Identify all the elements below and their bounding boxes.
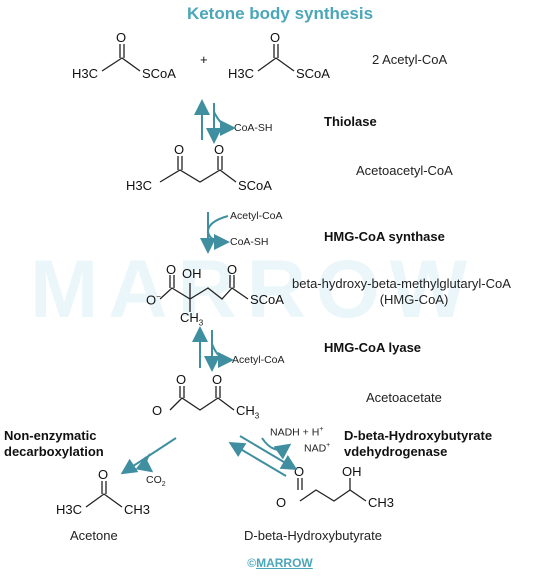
acetylcoa-release-arrow bbox=[211, 343, 234, 368]
carboxylate-oxygen: O bbox=[152, 403, 163, 418]
bdh-forward-arrow bbox=[239, 435, 298, 471]
cofactor-coash-2: CoA-SH bbox=[230, 236, 269, 248]
cofactor-nadh: NADH + H+ bbox=[270, 426, 323, 439]
enzyme-bdh-line1: D-beta-Hydroxybutyrate bbox=[344, 428, 493, 443]
acetoacetyl-oxygen-1: O bbox=[174, 142, 185, 157]
cofactor-co2: CO2 bbox=[146, 474, 166, 488]
acetyl-coa-2-methyl: H3C bbox=[228, 66, 255, 81]
coash-release-arrow bbox=[213, 111, 236, 136]
subscript-3: 3 bbox=[254, 411, 260, 421]
acetyl-coa-1-methyl: H3C bbox=[72, 66, 98, 81]
acetyl-coa-1-thioester: SCoA bbox=[142, 66, 176, 81]
charge-minus: − bbox=[156, 292, 161, 301]
compound-acetoacetyl-coa: Acetoacetyl-CoA bbox=[356, 163, 453, 178]
plus-sign: + bbox=[200, 52, 208, 67]
acetyl-coa-1-bonds bbox=[101, 44, 141, 72]
watermark: MARROW bbox=[30, 244, 478, 335]
acetoacetate-carboxylate: O bbox=[152, 403, 162, 418]
nad-cycle-arrow bbox=[261, 437, 292, 460]
acetoacetate-methyl: CH3 bbox=[236, 403, 260, 421]
footer-copyright: ©MARROW bbox=[0, 556, 560, 570]
acetone-methyl-left: H3C bbox=[56, 502, 83, 517]
hmg-carboxylate: O− bbox=[146, 292, 161, 307]
enzyme-non-enzymatic-line2: decarboxylation bbox=[4, 444, 104, 459]
compound-acetone: Acetone bbox=[70, 528, 118, 543]
coash-out-arrow bbox=[207, 231, 230, 250]
enzyme-bdh-line2: vdehydrogenase bbox=[344, 444, 448, 459]
hydroxybutyrate-hydroxyl: OH bbox=[342, 464, 362, 479]
nadh-label: NADH + H bbox=[270, 426, 320, 439]
acetyl-coa-2-thioester: SCoA bbox=[296, 66, 330, 81]
superscript-plus: + bbox=[326, 442, 331, 449]
acetone-oxygen: O bbox=[98, 467, 109, 482]
hydroxybutyrate-carboxylate: O bbox=[276, 495, 287, 510]
acetyl-coa-2-bonds bbox=[257, 44, 295, 72]
bdh-reverse-arrow bbox=[228, 441, 287, 477]
hmg-methyl: CH3 bbox=[180, 310, 204, 328]
co2-release-arrow bbox=[135, 453, 154, 473]
hmg-oxygen-1: O bbox=[166, 262, 177, 277]
acetoacetyl-thioester: SCoA bbox=[238, 178, 272, 193]
reaction-arrows bbox=[120, 99, 298, 477]
cofactor-acetylcoa-out: Acetyl-CoA bbox=[232, 354, 285, 366]
compound-hmg-coa-line2: (HMG-CoA) bbox=[379, 292, 449, 307]
superscript-plus: + bbox=[319, 426, 324, 433]
cofactor-acetylcoa-in: Acetyl-CoA bbox=[230, 210, 283, 222]
hydroxybutyrate-methyl: CH3 bbox=[368, 495, 395, 510]
compound-acetoacetate: Acetoacetate bbox=[366, 390, 442, 405]
compound-acetyl-coa: 2 Acetyl-CoA bbox=[372, 52, 448, 67]
enzyme-hmg-lyase: HMG-CoA lyase bbox=[324, 340, 422, 355]
molecule-bonds bbox=[85, 44, 367, 508]
hmg-oxygen-2: O bbox=[227, 262, 238, 277]
carboxylate-oxygen: O bbox=[146, 292, 157, 308]
acetoacetate-oxygen-2: O bbox=[212, 372, 223, 387]
subscript-3: 3 bbox=[198, 318, 204, 328]
copyright-symbol: © bbox=[247, 556, 257, 570]
cofactor-nad: NAD+ bbox=[304, 442, 330, 455]
co2-label: CO bbox=[146, 474, 162, 486]
acetoacetate-oxygen-1: O bbox=[176, 372, 187, 387]
h3c-label: H3C bbox=[72, 66, 99, 81]
page-title: Ketone body synthesis bbox=[186, 4, 374, 23]
cofactor-coash-1: CoA-SH bbox=[234, 122, 273, 134]
acetone-bonds bbox=[85, 481, 123, 508]
acetoacetate-bonds bbox=[169, 386, 235, 411]
compound-hmg-coa-line1: beta-hydroxy-beta-methylglutaryl-CoA bbox=[292, 276, 511, 291]
hmg-thioester: SCoA bbox=[250, 292, 284, 307]
hydroxybutyrate-bonds bbox=[297, 478, 367, 502]
hydroxybutyrate-oxygen: O bbox=[294, 464, 305, 479]
compound-hydroxybutyrate: D-beta-Hydroxybutyrate bbox=[244, 528, 382, 543]
subscript-2: 2 bbox=[161, 481, 166, 489]
acetoacetyl-oxygen-2: O bbox=[214, 142, 225, 157]
enzyme-hmg-synthase: HMG-CoA synthase bbox=[324, 229, 445, 244]
hmg-hydroxyl: OH bbox=[182, 266, 202, 281]
hmg-coa-bonds bbox=[159, 275, 249, 312]
acetoacetyl-coa-bonds bbox=[159, 156, 237, 183]
enzyme-thiolase: Thiolase bbox=[324, 114, 377, 129]
acetylcoa-in-arrow bbox=[206, 215, 229, 235]
acetyl-coa-2-oxygen: O bbox=[270, 30, 281, 45]
acetoacetyl-methyl: H3C bbox=[126, 178, 153, 193]
enzyme-non-enzymatic-line1: Non-enzymatic bbox=[4, 428, 97, 443]
acetone-methyl-right: CH3 bbox=[124, 502, 151, 517]
nad-label: NAD bbox=[304, 442, 327, 455]
footer-brand: MARROW bbox=[256, 556, 313, 570]
acetyl-coa-1-oxygen: O bbox=[116, 30, 127, 45]
